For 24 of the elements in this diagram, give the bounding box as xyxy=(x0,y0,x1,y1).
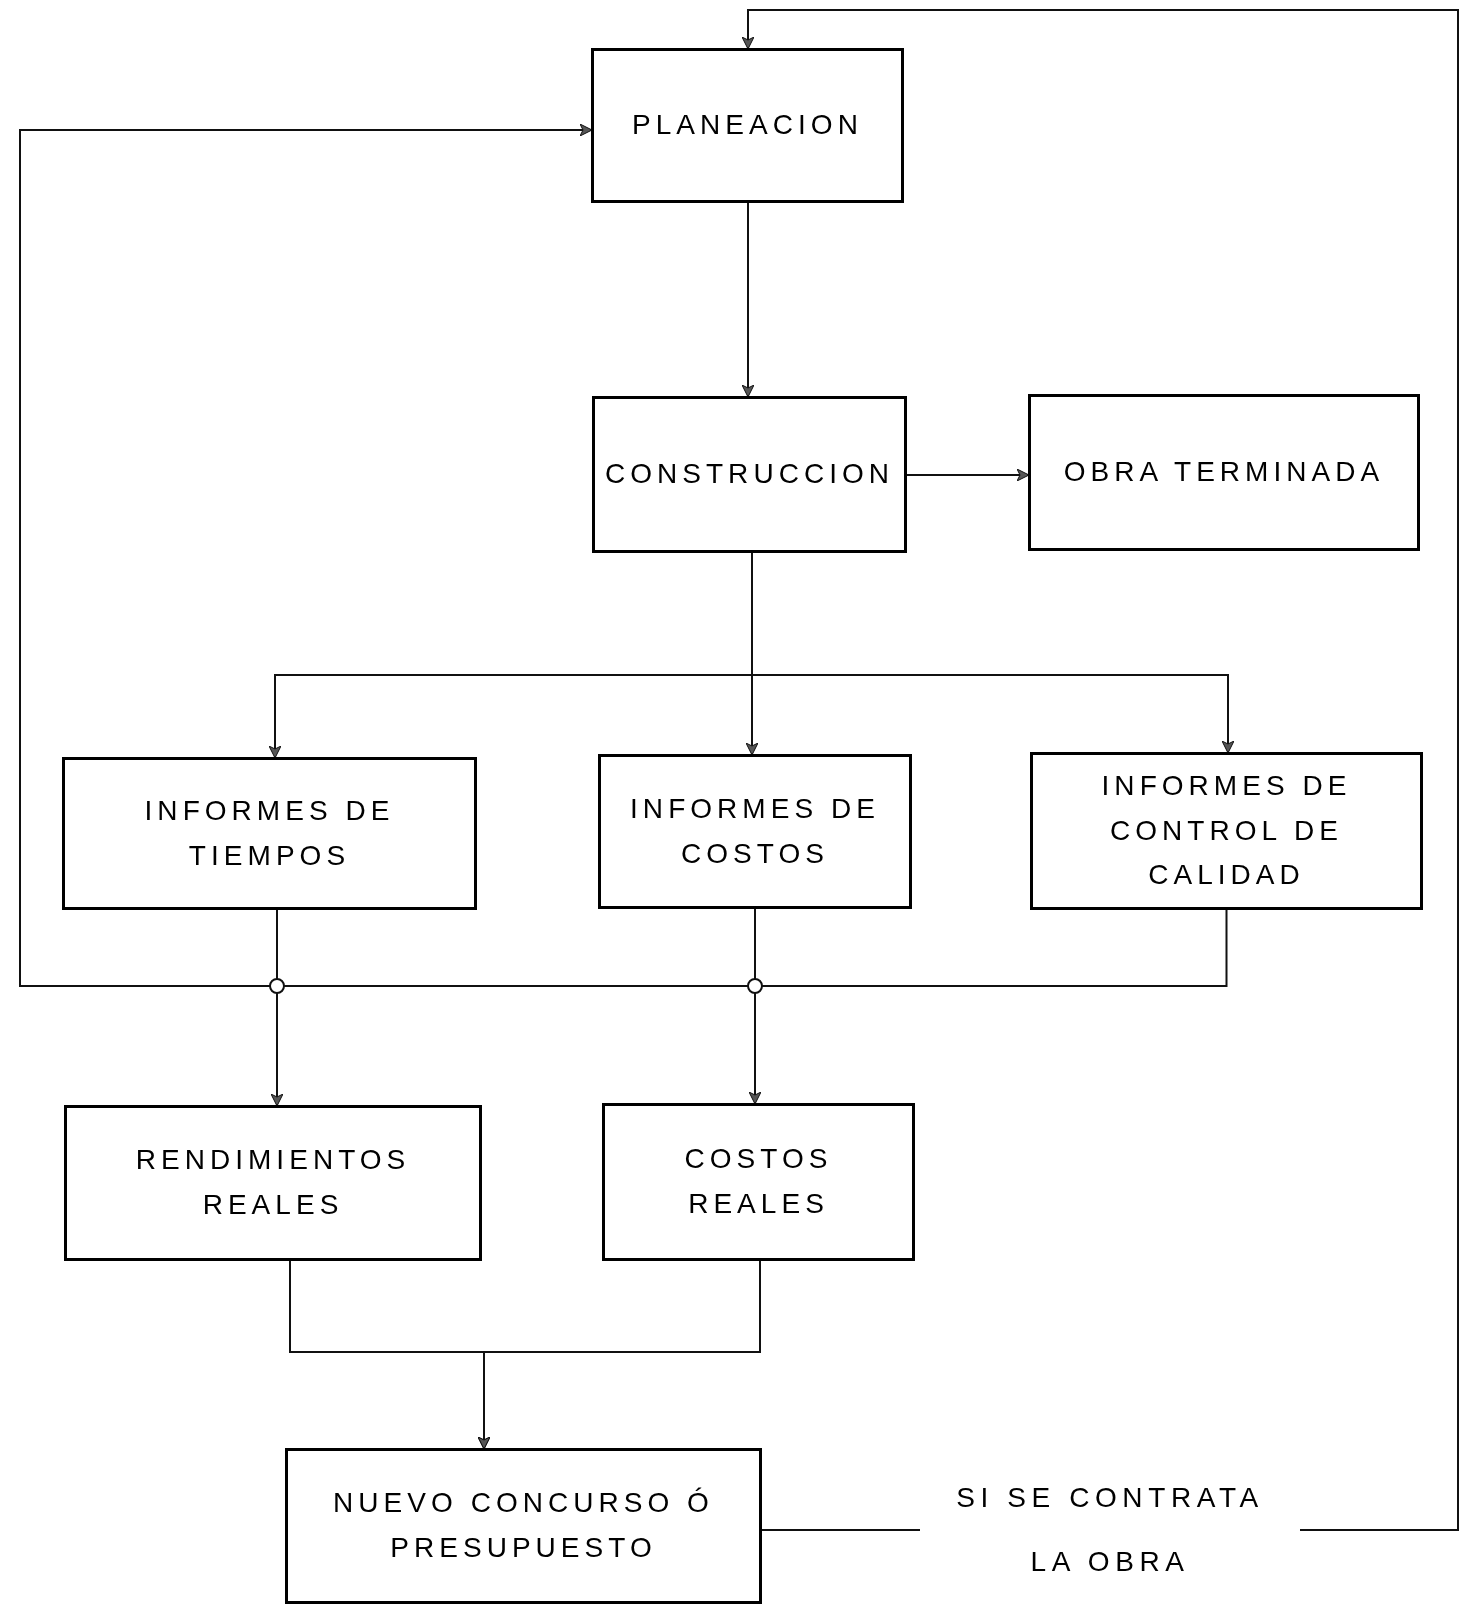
process-box xyxy=(1030,752,1423,910)
process-box xyxy=(285,1448,762,1604)
process-box xyxy=(64,1105,482,1261)
box-label: CONSTRUCCION xyxy=(604,457,895,492)
process-box xyxy=(592,396,907,553)
process-box xyxy=(62,757,477,910)
process-box xyxy=(598,754,912,909)
process-box xyxy=(591,48,904,203)
box-label: RENDIMIENTOS REALES xyxy=(134,1143,412,1222)
arrow xyxy=(19,123,1228,987)
box-label: INFORMES DE TIEMPOS xyxy=(143,793,396,873)
arrow xyxy=(748,908,762,1105)
arrow xyxy=(741,202,755,398)
box-label: OBRA TERMINADA xyxy=(1063,455,1385,490)
box-label: INFORMES DE COSTOS xyxy=(629,791,881,871)
arrow xyxy=(270,909,284,1107)
box-label: PLANEACION xyxy=(632,108,863,143)
arrow xyxy=(906,468,1030,482)
box-label: NUEVO CONCURSO Ó PRESUPUESTO xyxy=(332,1486,715,1565)
arrow xyxy=(477,1260,761,1450)
process-box xyxy=(602,1103,915,1261)
process-box xyxy=(1028,394,1420,551)
box-label: COSTOS REALES xyxy=(683,1142,834,1221)
box-label: INFORMES DE CONTROL DE CALIDAD xyxy=(1100,768,1353,893)
